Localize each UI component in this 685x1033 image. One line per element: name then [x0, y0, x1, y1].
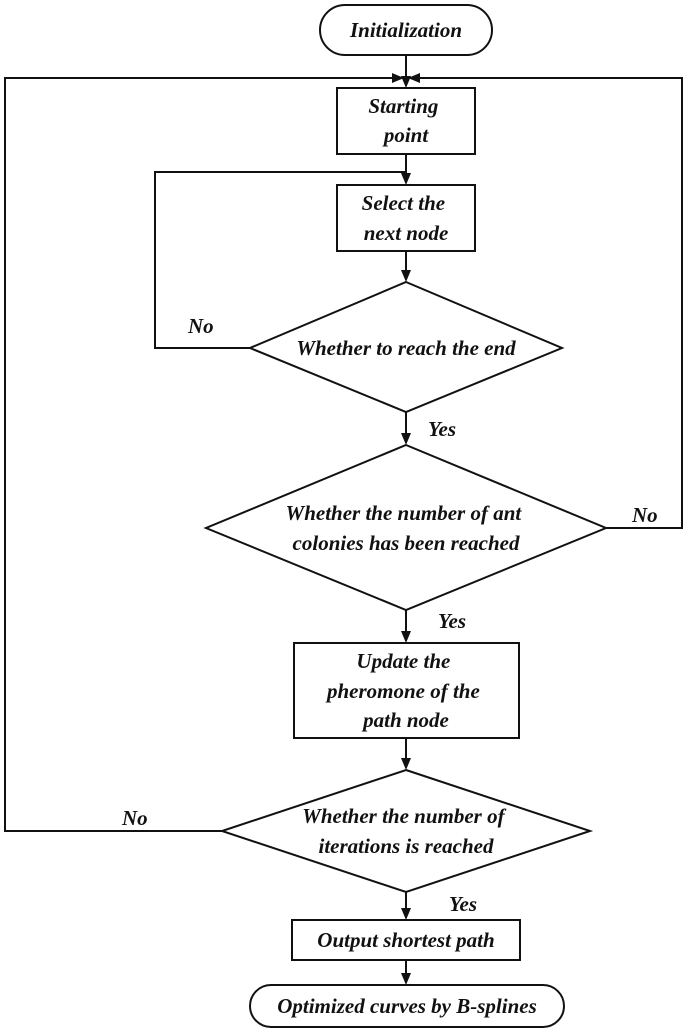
- update-pheromone-label: Update the pheromone of the path node: [325, 649, 485, 732]
- ant-colonies-yes-label: Yes: [438, 609, 466, 633]
- arrowhead-iterations-no-loop: [392, 73, 404, 83]
- reach-end-no-label: No: [187, 314, 214, 338]
- arrowhead-init-to-start: [401, 76, 411, 88]
- update-pheromone-box: [293, 642, 520, 739]
- connector-ant-colonies-no-loop: [420, 77, 683, 529]
- output-shortest-path-label: Output shortest path: [317, 928, 494, 952]
- optimized-curves-node: [249, 984, 565, 1028]
- optimized-curves-label: Optimized curves by B-splines: [277, 994, 537, 1018]
- starting-point-box: [336, 87, 476, 155]
- iterations-decision: [218, 768, 594, 894]
- ant-colonies-decision: [203, 443, 609, 612]
- arrowhead-ant-colonies-no-loop: [408, 73, 420, 83]
- arrowhead-output-to-curves: [401, 973, 411, 985]
- arrowhead-update-to-iterations: [401, 758, 411, 770]
- starting-point-label: Starting point: [368, 94, 443, 147]
- ant-colonies-label: Whether the number of ant colonies has b…: [286, 501, 527, 555]
- connector-iterations-no-loop: [4, 77, 392, 832]
- arrowhead-reach-end-yes: [401, 433, 411, 445]
- iterations-no-label: No: [121, 806, 148, 830]
- reach-end-label: Whether to reach the end: [296, 336, 516, 360]
- initialization-label: Initialization: [349, 18, 462, 42]
- ant-colonies-no-label: No: [631, 503, 658, 527]
- reach-end-yes-label: Yes: [428, 417, 456, 441]
- arrowhead-select-to-reach-end: [401, 270, 411, 282]
- connector-reach-end-no-loop: [154, 171, 406, 349]
- arrowhead-ant-colonies-yes: [401, 631, 411, 643]
- arrowhead-iterations-yes: [401, 908, 411, 920]
- select-next-node-label: Select the next node: [362, 191, 451, 245]
- iterations-label: Whether the number of iterations is reac…: [302, 804, 510, 858]
- arrowhead-start-to-select: [401, 173, 411, 185]
- iterations-yes-label: Yes: [449, 892, 477, 916]
